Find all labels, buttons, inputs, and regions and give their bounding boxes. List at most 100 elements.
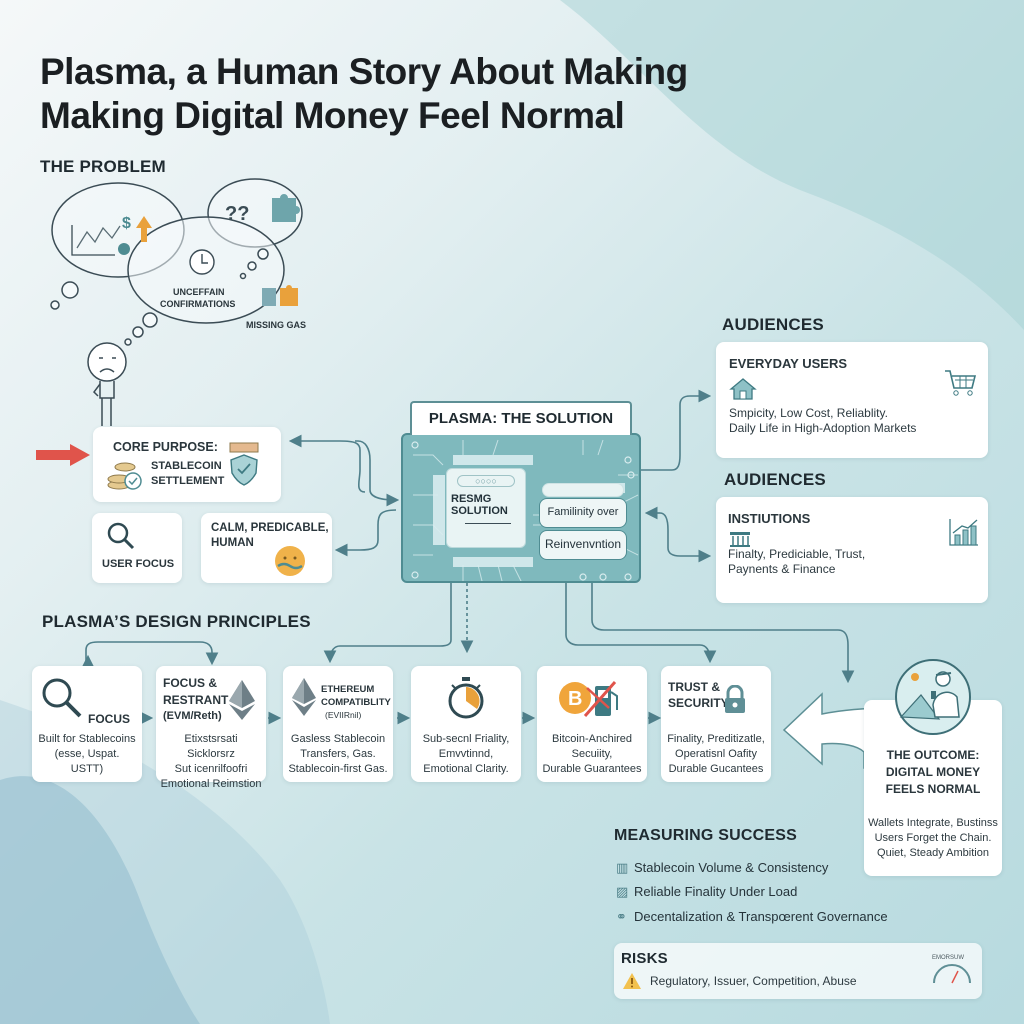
confirmations-label: CONFIRMATIONS: [160, 299, 235, 309]
metric-finality: ▨Reliable Finality Under Load: [616, 884, 798, 899]
audiences-heading-1: AUDIENCES: [722, 315, 824, 334]
principle-card-trust[interactable]: TRUST & SECURITY Finality, Preditizatle,…: [661, 666, 771, 782]
user-focus-card[interactable]: USER FOCUS: [92, 513, 182, 583]
line-chart-icon: [71, 225, 121, 256]
principle-ethereum-title-2: COMPATIBLITY: [321, 697, 391, 708]
pill-reinvention: Reinvenvntion: [539, 530, 627, 560]
outcome-title-3: FEELS NORMAL: [885, 782, 981, 796]
audience-everyday-users-card[interactable]: EVERYDAY USERS Smpicity, Low Cost, Relia…: [716, 342, 988, 458]
audiences-heading-2: AUDIENCES: [724, 470, 826, 489]
shield-check-icon: [229, 442, 259, 486]
pill-familiarity: Familinity over: [539, 498, 627, 528]
shopping-cart-icon: [945, 370, 977, 396]
outcome-title-1: THE OUTCOME:: [886, 748, 980, 762]
chip-id-icon: ○○○○: [457, 475, 515, 487]
up-arrow-icon: [136, 216, 152, 242]
chip-line-1: RESMG: [451, 493, 492, 505]
audience-institutions-title: INSTIUTIONS: [728, 511, 811, 526]
chip-line-2: SOLUTION: [451, 505, 508, 517]
principle-focus-title: FOCUS: [88, 712, 130, 726]
principle-focus-desc: Built for Stablecoins (esse, Uspat. USTT…: [38, 733, 136, 775]
principle-ethereum-title-3: (EVIIRnil): [325, 710, 362, 720]
title-line-1: Plasma, a Human Story About Making: [40, 51, 688, 92]
metric-governance: ⚭Decentalization & Transpœrent Governanc…: [616, 909, 888, 924]
principle-card-bitcoin[interactable]: B Bitcoin-Anchired Secuiity, Durable Gua…: [537, 666, 647, 782]
risk-gauge-icon: [933, 964, 971, 984]
principle-card-focus[interactable]: FOCUS Built for Stablecoins (esse, Uspat…: [32, 666, 142, 782]
calm-card[interactable]: CALM, PREDICABLE, HUMAN: [201, 513, 332, 583]
ethereum-icon: [229, 680, 255, 720]
solution-chip: ○○○○ RESMG SOLUTION: [446, 468, 526, 548]
risks-heading: RISKS: [621, 950, 668, 967]
core-purpose-line-2: SETTLEMENT: [151, 475, 225, 487]
audience-everyday-line-2: Daily Life in High-Adoption Markets: [729, 421, 917, 435]
bitcoin-no-gas-icon: B: [559, 681, 618, 717]
lock-icon: [725, 685, 745, 713]
puzzle-icon: [272, 194, 300, 222]
principle-card-finality[interactable]: Sub-secnl Friality, Emvvtinnd, Emotional…: [411, 666, 521, 782]
missing-gas-label: MISSING GAS: [246, 320, 306, 330]
audience-institutions-line-2: Paynents & Finance: [728, 562, 836, 576]
audience-institutions-line-1: Finalty, Prediciable, Trust,: [728, 547, 866, 561]
core-purpose-card[interactable]: CORE PURPOSE: STABLECOIN SETTLEMENT: [93, 427, 281, 502]
principle-ethereum-desc: Gasless Stablecoin Transfers, Gas. Stabl…: [288, 733, 388, 775]
magnifier-icon: [42, 678, 82, 718]
principle-trust-desc: Finality, Preditizatle, Operatisnl Oafit…: [667, 733, 765, 775]
principle-trust-title-2: SECURITY: [668, 696, 729, 710]
bank-icon: [730, 532, 750, 547]
solution-title: PLASMA: THE SOLUTION: [410, 401, 632, 435]
problem-illustration: $ ?? UNCEFFAIN CONFIRMATIONS MISSING GAS: [50, 178, 306, 426]
stopwatch-icon: [448, 677, 484, 719]
coin-icon: [118, 243, 130, 255]
principle-restraint-desc: Etixstsrsati Sicklorsrz Sut icenrilfoofr…: [160, 733, 262, 790]
core-purpose-title: CORE PURPOSE:: [113, 440, 218, 454]
metric-volume: ▥Stablecoin Volume & Consistency: [616, 860, 829, 875]
audience-everyday-line-1: Smpicity, Low Cost, Reliablity.: [729, 406, 888, 420]
principle-trust-title-1: TRUST &: [668, 680, 720, 694]
principle-card-restraint[interactable]: FOCUS & RESTRANT (EVM/Reth) Etixstsrsati…: [156, 666, 266, 790]
risks-label: Regulatory, Issuer, Competition, Abuse: [650, 974, 857, 988]
audience-everyday-title: EVERYDAY USERS: [729, 356, 848, 371]
outcome-desc: Wallets Integrate, Bustinss Users Forget…: [868, 817, 998, 859]
svg-text:B: B: [568, 688, 582, 710]
audience-institutions-card[interactable]: INSTIUTIONS Finalty, Prediciable, Trust,…: [716, 497, 988, 603]
missing-gas-icon: [262, 285, 298, 306]
outcome-title-2: DIGITAL MONEY: [885, 765, 981, 779]
principle-finality-desc: Sub-secnl Friality, Emvvtinnd, Emotional…: [422, 733, 510, 775]
outcome-person-phone-icon: [895, 659, 971, 735]
pill-top-blank: [542, 483, 624, 497]
principle-card-ethereum[interactable]: ETHEREUM COMPATIBLITY (EVIIRnil) Gasless…: [283, 666, 393, 782]
problem-heading: THE PROBLEM: [40, 157, 166, 176]
principle-restraint-title-1: FOCUS &: [163, 676, 217, 690]
calm-line-2: HUMAN: [211, 537, 254, 549]
principle-restraint-title-3: (EVM/Reth): [163, 710, 222, 722]
frowning-person-icon: [87, 342, 127, 426]
ethereum-icon: [292, 678, 316, 716]
principle-bitcoin-desc: Bitcoin-Anchired Secuiity, Durable Guara…: [542, 733, 642, 775]
calm-line-1: CALM, PREDICABLE,: [211, 522, 329, 534]
red-pointer-arrow-icon: [36, 444, 90, 466]
principle-ethereum-title-1: ETHEREUM: [321, 684, 375, 695]
core-purpose-line-1: STABLECOIN: [151, 460, 222, 472]
dollar-icon: $: [122, 215, 131, 232]
coin-stack-icon: [107, 462, 142, 490]
smiley-icon: [275, 546, 305, 576]
principle-restraint-title-2: RESTRANT: [163, 693, 229, 707]
page-title: Plasma, a Human Story About Making Makin…: [40, 50, 688, 138]
uncertain-label: UNCEFFAIN: [173, 287, 225, 297]
chart-card-icon: ▨: [616, 884, 629, 899]
bar-chart-icon: ▥: [616, 860, 629, 875]
growth-chart-icon: [949, 519, 978, 546]
risks-card[interactable]: RISKS Regulatory, Issuer, Competition, A…: [614, 943, 982, 999]
outcome-big-arrow-icon: [782, 692, 891, 769]
measuring-heading: MEASURING SUCCESS: [614, 827, 797, 844]
warning-icon: [623, 973, 641, 989]
chip-divider: [465, 523, 511, 524]
clock-icon: [189, 249, 215, 275]
house-icon: [729, 378, 757, 400]
risk-gauge-label: EMORSUW: [932, 955, 964, 961]
title-line-2: Making Digital Money Feel Normal: [40, 95, 625, 136]
network-icon: ⚭: [616, 909, 627, 924]
question-marks-icon: ??: [225, 203, 249, 225]
magnifier-icon: [107, 522, 135, 550]
